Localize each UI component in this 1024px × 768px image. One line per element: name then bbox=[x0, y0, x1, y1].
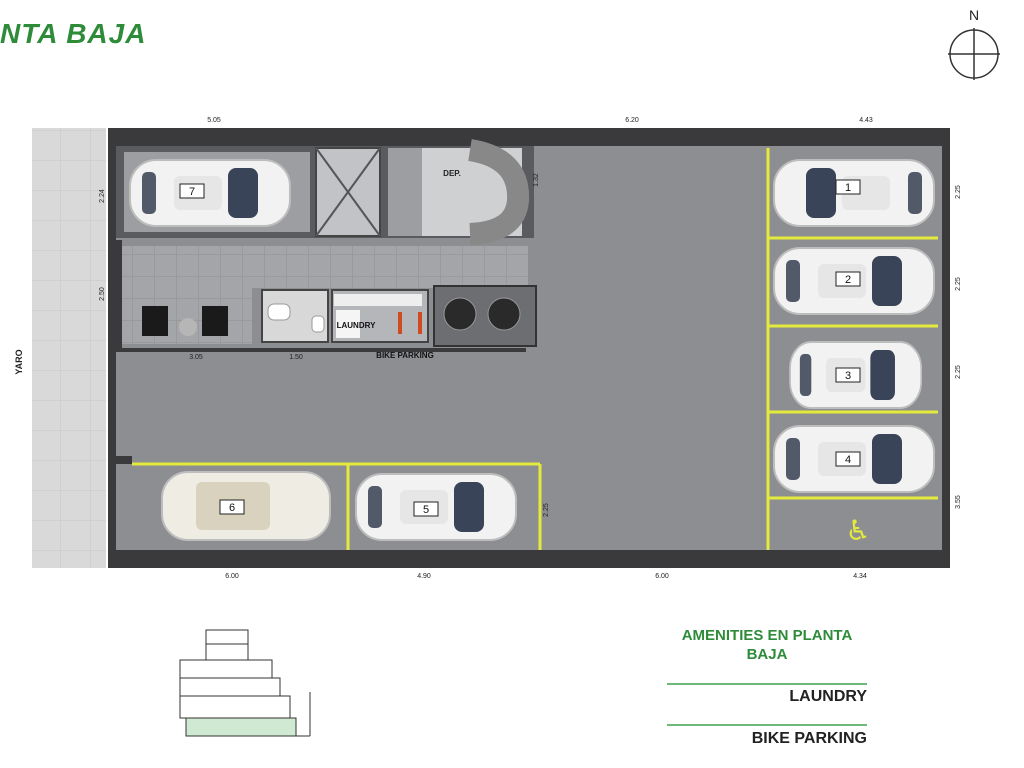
spot-label: 6 bbox=[229, 502, 235, 514]
car-3: 3 bbox=[789, 341, 923, 409]
spot-label: 7 bbox=[189, 186, 195, 198]
spot-label: 4 bbox=[845, 454, 851, 466]
spot-label: 2 bbox=[845, 274, 851, 286]
car-7: 7 bbox=[129, 159, 291, 227]
svg-text:6.20: 6.20 bbox=[625, 117, 639, 124]
building-section-icon bbox=[179, 629, 311, 737]
legend-item-laundry: LAUNDRY bbox=[789, 688, 867, 705]
car-6: 6 bbox=[161, 471, 331, 541]
svg-text:4.90: 4.90 bbox=[417, 573, 431, 580]
compass-label: N bbox=[969, 7, 979, 23]
spot-label: 5 bbox=[423, 504, 429, 516]
car-4: 4 bbox=[773, 425, 935, 493]
svg-text:3.05: 3.05 bbox=[189, 354, 203, 361]
svg-text:4.34: 4.34 bbox=[853, 573, 867, 580]
svg-text:3.55: 3.55 bbox=[955, 495, 962, 509]
svg-text:6.00: 6.00 bbox=[655, 573, 669, 580]
armchair bbox=[202, 306, 228, 336]
legend-title: AMENITIES EN PLANTA BAJA bbox=[681, 627, 853, 663]
corridor bbox=[122, 246, 528, 288]
svg-text:6.00: 6.00 bbox=[225, 573, 239, 580]
svg-text:2.25: 2.25 bbox=[543, 503, 550, 517]
car-5: 5 bbox=[355, 473, 517, 541]
sidewalk bbox=[32, 128, 106, 568]
legend-item-bike-parking: BIKE PARKING bbox=[751, 730, 867, 747]
svg-text:2.25: 2.25 bbox=[955, 277, 962, 291]
legend-divider bbox=[667, 724, 867, 726]
armchair bbox=[142, 306, 168, 336]
street-label: YARO bbox=[14, 349, 24, 374]
svg-text:2.50: 2.50 bbox=[99, 287, 106, 301]
svg-text:4.43: 4.43 bbox=[859, 117, 873, 124]
parking-lines bbox=[132, 148, 938, 550]
dimension-labels: 5.05 6.20 4.43 6.00 4.90 6.00 4.34 3.05 … bbox=[99, 117, 962, 580]
room-label-bike-parking: BIKE PARKING bbox=[376, 351, 434, 360]
room-label-laundry: LAUNDRY bbox=[337, 321, 376, 330]
floor-plan: DEP. LAUNDRY BIKE PARKING ♿ 7 bbox=[14, 117, 962, 580]
svg-text:2.25: 2.25 bbox=[955, 365, 962, 379]
svg-text:2.25: 2.25 bbox=[955, 185, 962, 199]
car-1: 1 bbox=[773, 159, 935, 227]
svg-text:1.32: 1.32 bbox=[533, 173, 540, 187]
room-label-deposit: DEP. bbox=[443, 169, 461, 178]
north-compass-icon: N bbox=[948, 7, 1000, 80]
accessible-icon: ♿ bbox=[845, 514, 870, 547]
svg-text:5.05: 5.05 bbox=[207, 117, 221, 124]
spot-label: 3 bbox=[845, 370, 851, 382]
svg-text:2.24: 2.24 bbox=[99, 189, 106, 203]
car-2: 2 bbox=[773, 247, 935, 315]
svg-text:1.50: 1.50 bbox=[289, 354, 303, 361]
spot-label: 1 bbox=[845, 182, 851, 194]
legend-divider bbox=[667, 683, 867, 685]
page-title: NTA BAJA bbox=[0, 18, 147, 49]
